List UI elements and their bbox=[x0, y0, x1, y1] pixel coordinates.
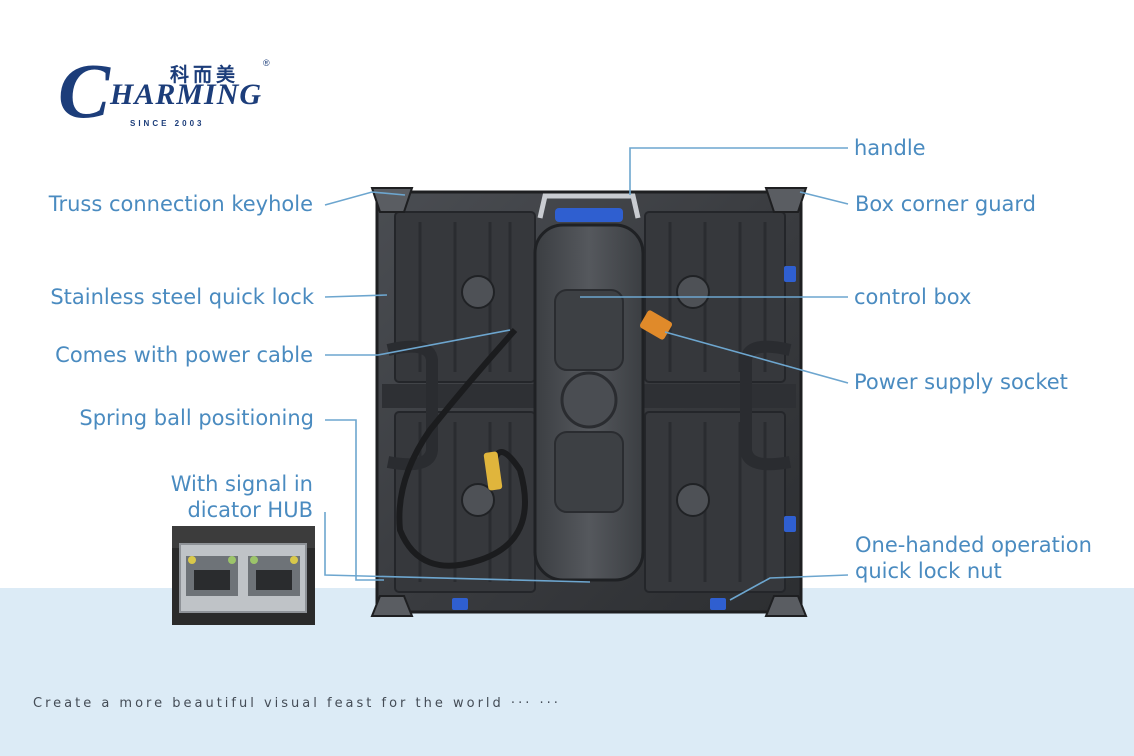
label-corner-guard: Box corner guard bbox=[855, 192, 1037, 216]
mounting-holes bbox=[461, 275, 710, 517]
registered-mark: ® bbox=[263, 58, 270, 68]
blue-lock-nuts bbox=[452, 266, 796, 610]
logo-word: HARMING bbox=[110, 78, 263, 111]
corner-guards bbox=[370, 187, 808, 617]
label-handle: handle bbox=[854, 136, 926, 160]
logo-since: SINCE 2003 bbox=[130, 119, 205, 128]
top-handle-grip bbox=[555, 208, 623, 222]
rj45-ports-drawing bbox=[172, 526, 315, 625]
right-side-handle bbox=[740, 340, 792, 471]
logo-letter: C bbox=[58, 47, 111, 134]
label-power-cable: Comes with power cable bbox=[55, 343, 313, 367]
label-truss-keyhole: Truss connection keyhole bbox=[48, 192, 313, 216]
label-control-box: control box bbox=[854, 285, 972, 309]
rj45-port-photo bbox=[172, 526, 315, 625]
label-signal-hub-line2: dicator HUB bbox=[187, 498, 313, 522]
label-spring-ball: Spring ball positioning bbox=[79, 406, 314, 430]
power-plug-yellow bbox=[483, 451, 503, 491]
power-cable bbox=[396, 327, 528, 569]
top-handle bbox=[537, 193, 641, 219]
leader-lines bbox=[324, 147, 849, 601]
tagline: Create a more beautiful visual feast for… bbox=[33, 696, 561, 711]
label-power-socket: Power supply socket bbox=[854, 370, 1068, 394]
label-one-handed-line2: quick lock nut bbox=[855, 559, 1002, 583]
control-box-badge bbox=[560, 371, 618, 429]
brand-logo: C HARMING 科而美 ® SINCE 2003 bbox=[58, 52, 278, 138]
label-quick-lock: Stainless steel quick lock bbox=[50, 285, 314, 309]
power-socket-orange bbox=[639, 310, 673, 340]
logo-chinese: 科而美 bbox=[170, 64, 240, 86]
label-signal-hub-line1: With signal in bbox=[170, 472, 313, 496]
label-one-handed-line1: One-handed operation bbox=[855, 533, 1092, 557]
